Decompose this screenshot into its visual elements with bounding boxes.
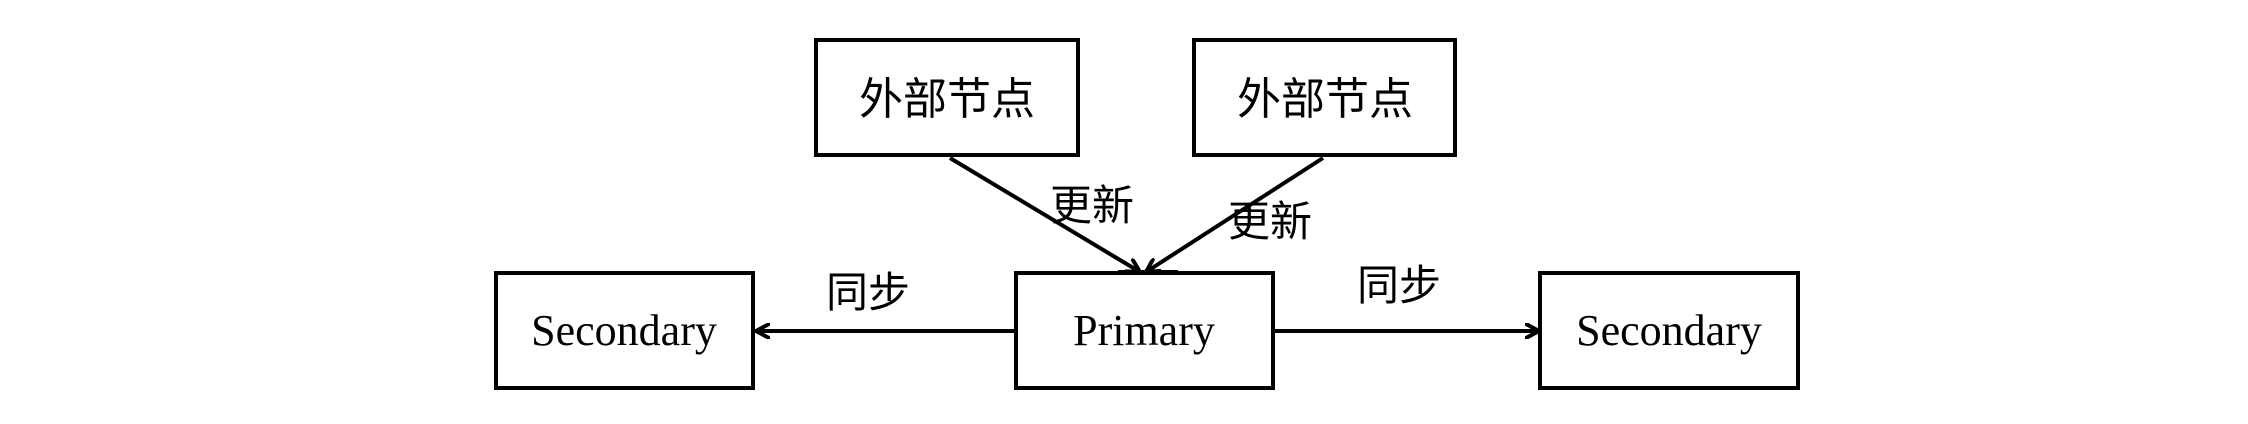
- external-node-right: 外部节点: [1192, 38, 1457, 157]
- edge-sync-left-label: 同步: [826, 268, 910, 317]
- edge-update-right-label: 更新: [1228, 197, 1312, 246]
- secondary-node-right: Secondary: [1538, 271, 1800, 390]
- edge-update-right-arrow: [1146, 156, 1325, 272]
- edge-update-left-arrow: [948, 156, 1140, 272]
- external-node-left-label: 外部节点: [859, 74, 1035, 125]
- external-node-right-label: 外部节点: [1237, 74, 1413, 125]
- primary-node-label: Primary: [1073, 306, 1215, 355]
- primary-node: Primary: [1014, 271, 1275, 390]
- secondary-node-left-label: Secondary: [531, 306, 717, 355]
- secondary-node-right-label: Secondary: [1576, 306, 1762, 355]
- edge-sync-right-label: 同步: [1357, 261, 1441, 310]
- edge-update-left-label: 更新: [1050, 181, 1134, 230]
- secondary-node-left: Secondary: [494, 271, 755, 390]
- external-node-left: 外部节点: [814, 38, 1080, 157]
